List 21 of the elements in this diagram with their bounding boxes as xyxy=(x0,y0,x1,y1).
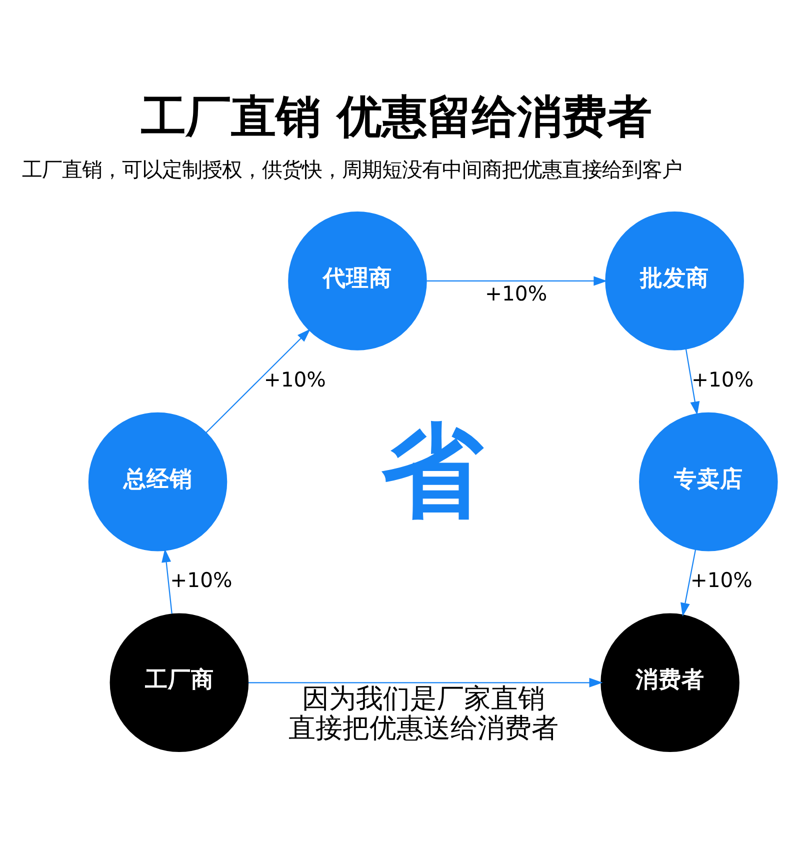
node-circle: 专卖店 xyxy=(639,412,778,552)
node-circle: 总经销 xyxy=(88,412,228,552)
arrow xyxy=(248,678,603,688)
label: 省 xyxy=(382,412,484,530)
edge-label: 因为我们是厂家直销直接把优惠送给消费者 xyxy=(288,684,559,744)
arrow xyxy=(206,328,310,433)
edge-label: +10% xyxy=(690,568,752,592)
arrow xyxy=(680,549,696,617)
node-circle: 代理商 xyxy=(288,212,427,350)
node-circle: 批发商 xyxy=(605,212,744,350)
edge-label: +10% xyxy=(484,282,548,306)
arrow xyxy=(426,276,608,286)
diagram-title: 工厂直销 优惠留给消费者 xyxy=(141,90,652,144)
node-circle: 工厂商 xyxy=(110,613,249,752)
node-circle: 消费者 xyxy=(600,613,740,752)
edge-label: +10% xyxy=(691,367,754,392)
edge-label: +10% xyxy=(264,367,326,392)
label: 工厂直销，可以定制授权，供货快，周期短没有中间商把优惠直接给到客户 xyxy=(22,157,682,182)
edge-label: +10% xyxy=(170,568,232,592)
arrow xyxy=(685,348,700,416)
arrow xyxy=(162,548,172,614)
